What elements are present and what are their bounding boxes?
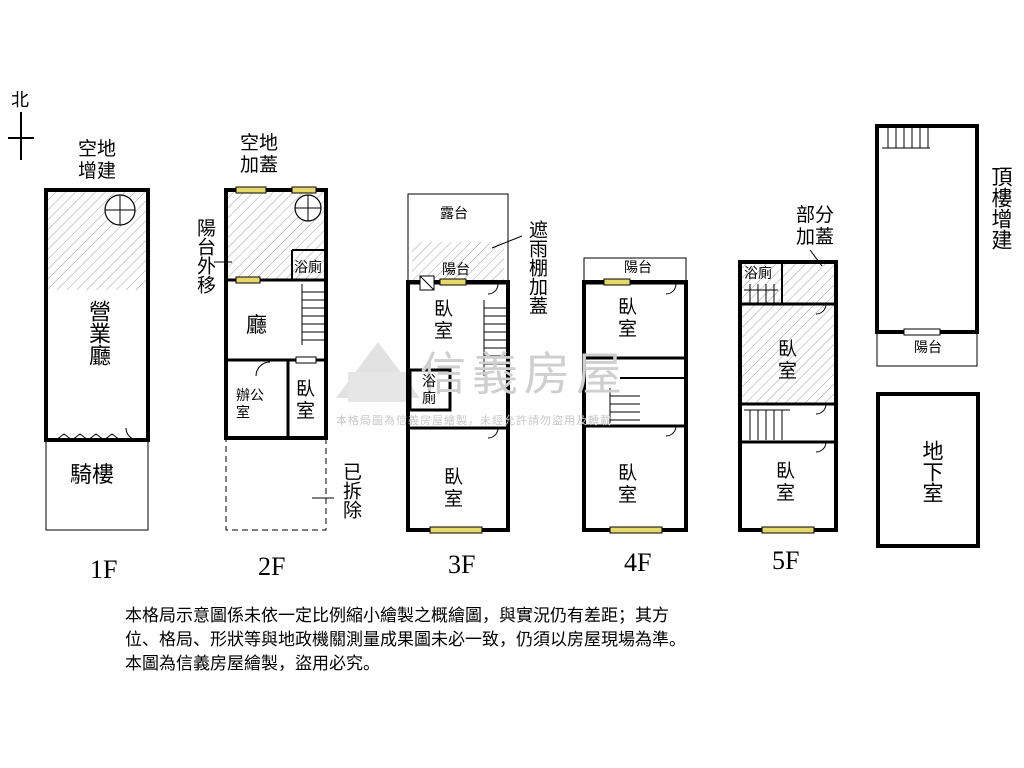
label-5f-partial-cover: 部分加蓋 (796, 204, 835, 248)
label-2f-office: 辦公室 (236, 388, 264, 421)
label-4f-balcony: 陽台 (624, 260, 652, 276)
floor-1f (44, 188, 150, 531)
label-3f-bedroom-bottom: 臥室 (444, 466, 464, 510)
floor-label-4f: 4F (624, 548, 652, 577)
label-3f-bedroom-top: 臥室 (434, 298, 454, 342)
label-5f-bedroom-top: 臥室 (778, 338, 798, 382)
label-3f-awning: 遮雨棚加蓋 (526, 220, 548, 315)
floor-basement (876, 392, 980, 548)
label-roof-addition: 頂樓增建 (989, 166, 1013, 250)
label-2f-bedroom: 臥室 (296, 378, 316, 422)
north-label: 北 (11, 90, 29, 111)
floor-label-3f: 3F (448, 550, 476, 579)
north-arrow (8, 112, 34, 160)
label-2f-living: 廳 (246, 313, 267, 337)
floor-4f (582, 257, 688, 534)
label-2f-bath: 浴廁 (294, 260, 322, 276)
disclaimer-line-3: 本圖為信義房屋繪製，盜用必究。 (125, 654, 380, 674)
label-1f-yard: 空地增建 (78, 138, 117, 182)
label-2f-demolished: 已拆除 (340, 462, 362, 519)
disclaimer-line-1: 本格局示意圖係未依一定比例縮小繪製之概繪圖，與實況仍有差距；其方 (125, 606, 669, 626)
floor-label-2f: 2F (258, 552, 286, 581)
label-2f-balcony-moved: 陽台外移 (194, 218, 216, 294)
label-2f-yard: 空地加蓋 (240, 132, 279, 176)
label-3f-bath: 浴廁 (422, 374, 436, 407)
label-roof-balcony: 陽台 (914, 340, 942, 356)
label-5f-bedroom-bottom: 臥室 (776, 460, 796, 504)
label-4f-bedroom-top: 臥室 (618, 296, 638, 340)
disclaimer: 本格局示意圖係未依一定比例縮小繪製之概繪圖，與實況仍有差距；其方 位、格局、形狀… (125, 604, 805, 676)
floor-3f (406, 193, 523, 534)
watermark-notice: 本格局圖為信義房屋繪製，未經允許請勿盜用及轉載 (336, 414, 612, 427)
label-3f-balcony: 陽台 (442, 262, 470, 278)
label-1f-hall: 營業廳 (85, 300, 110, 366)
watermark-brand: 信義房屋 (420, 347, 628, 401)
floor-2f (214, 186, 334, 531)
floor-label-1f: 1F (90, 555, 118, 584)
label-basement: 地下室 (920, 440, 944, 503)
floor-5f (738, 249, 838, 534)
label-3f-terrace: 露台 (440, 206, 468, 222)
label-1f-arcade: 騎樓 (70, 463, 115, 488)
watermark-logo (336, 342, 420, 402)
floor-label-5f: 5F (772, 546, 800, 575)
disclaimer-line-2: 位、格局、形狀等與地政機關測量成果圖未必一致，仍須以房屋現場為準。 (125, 630, 686, 650)
floor-roof (875, 124, 979, 367)
label-5f-bath: 浴廁 (744, 266, 772, 282)
label-4f-bedroom-bottom: 臥室 (618, 462, 638, 506)
